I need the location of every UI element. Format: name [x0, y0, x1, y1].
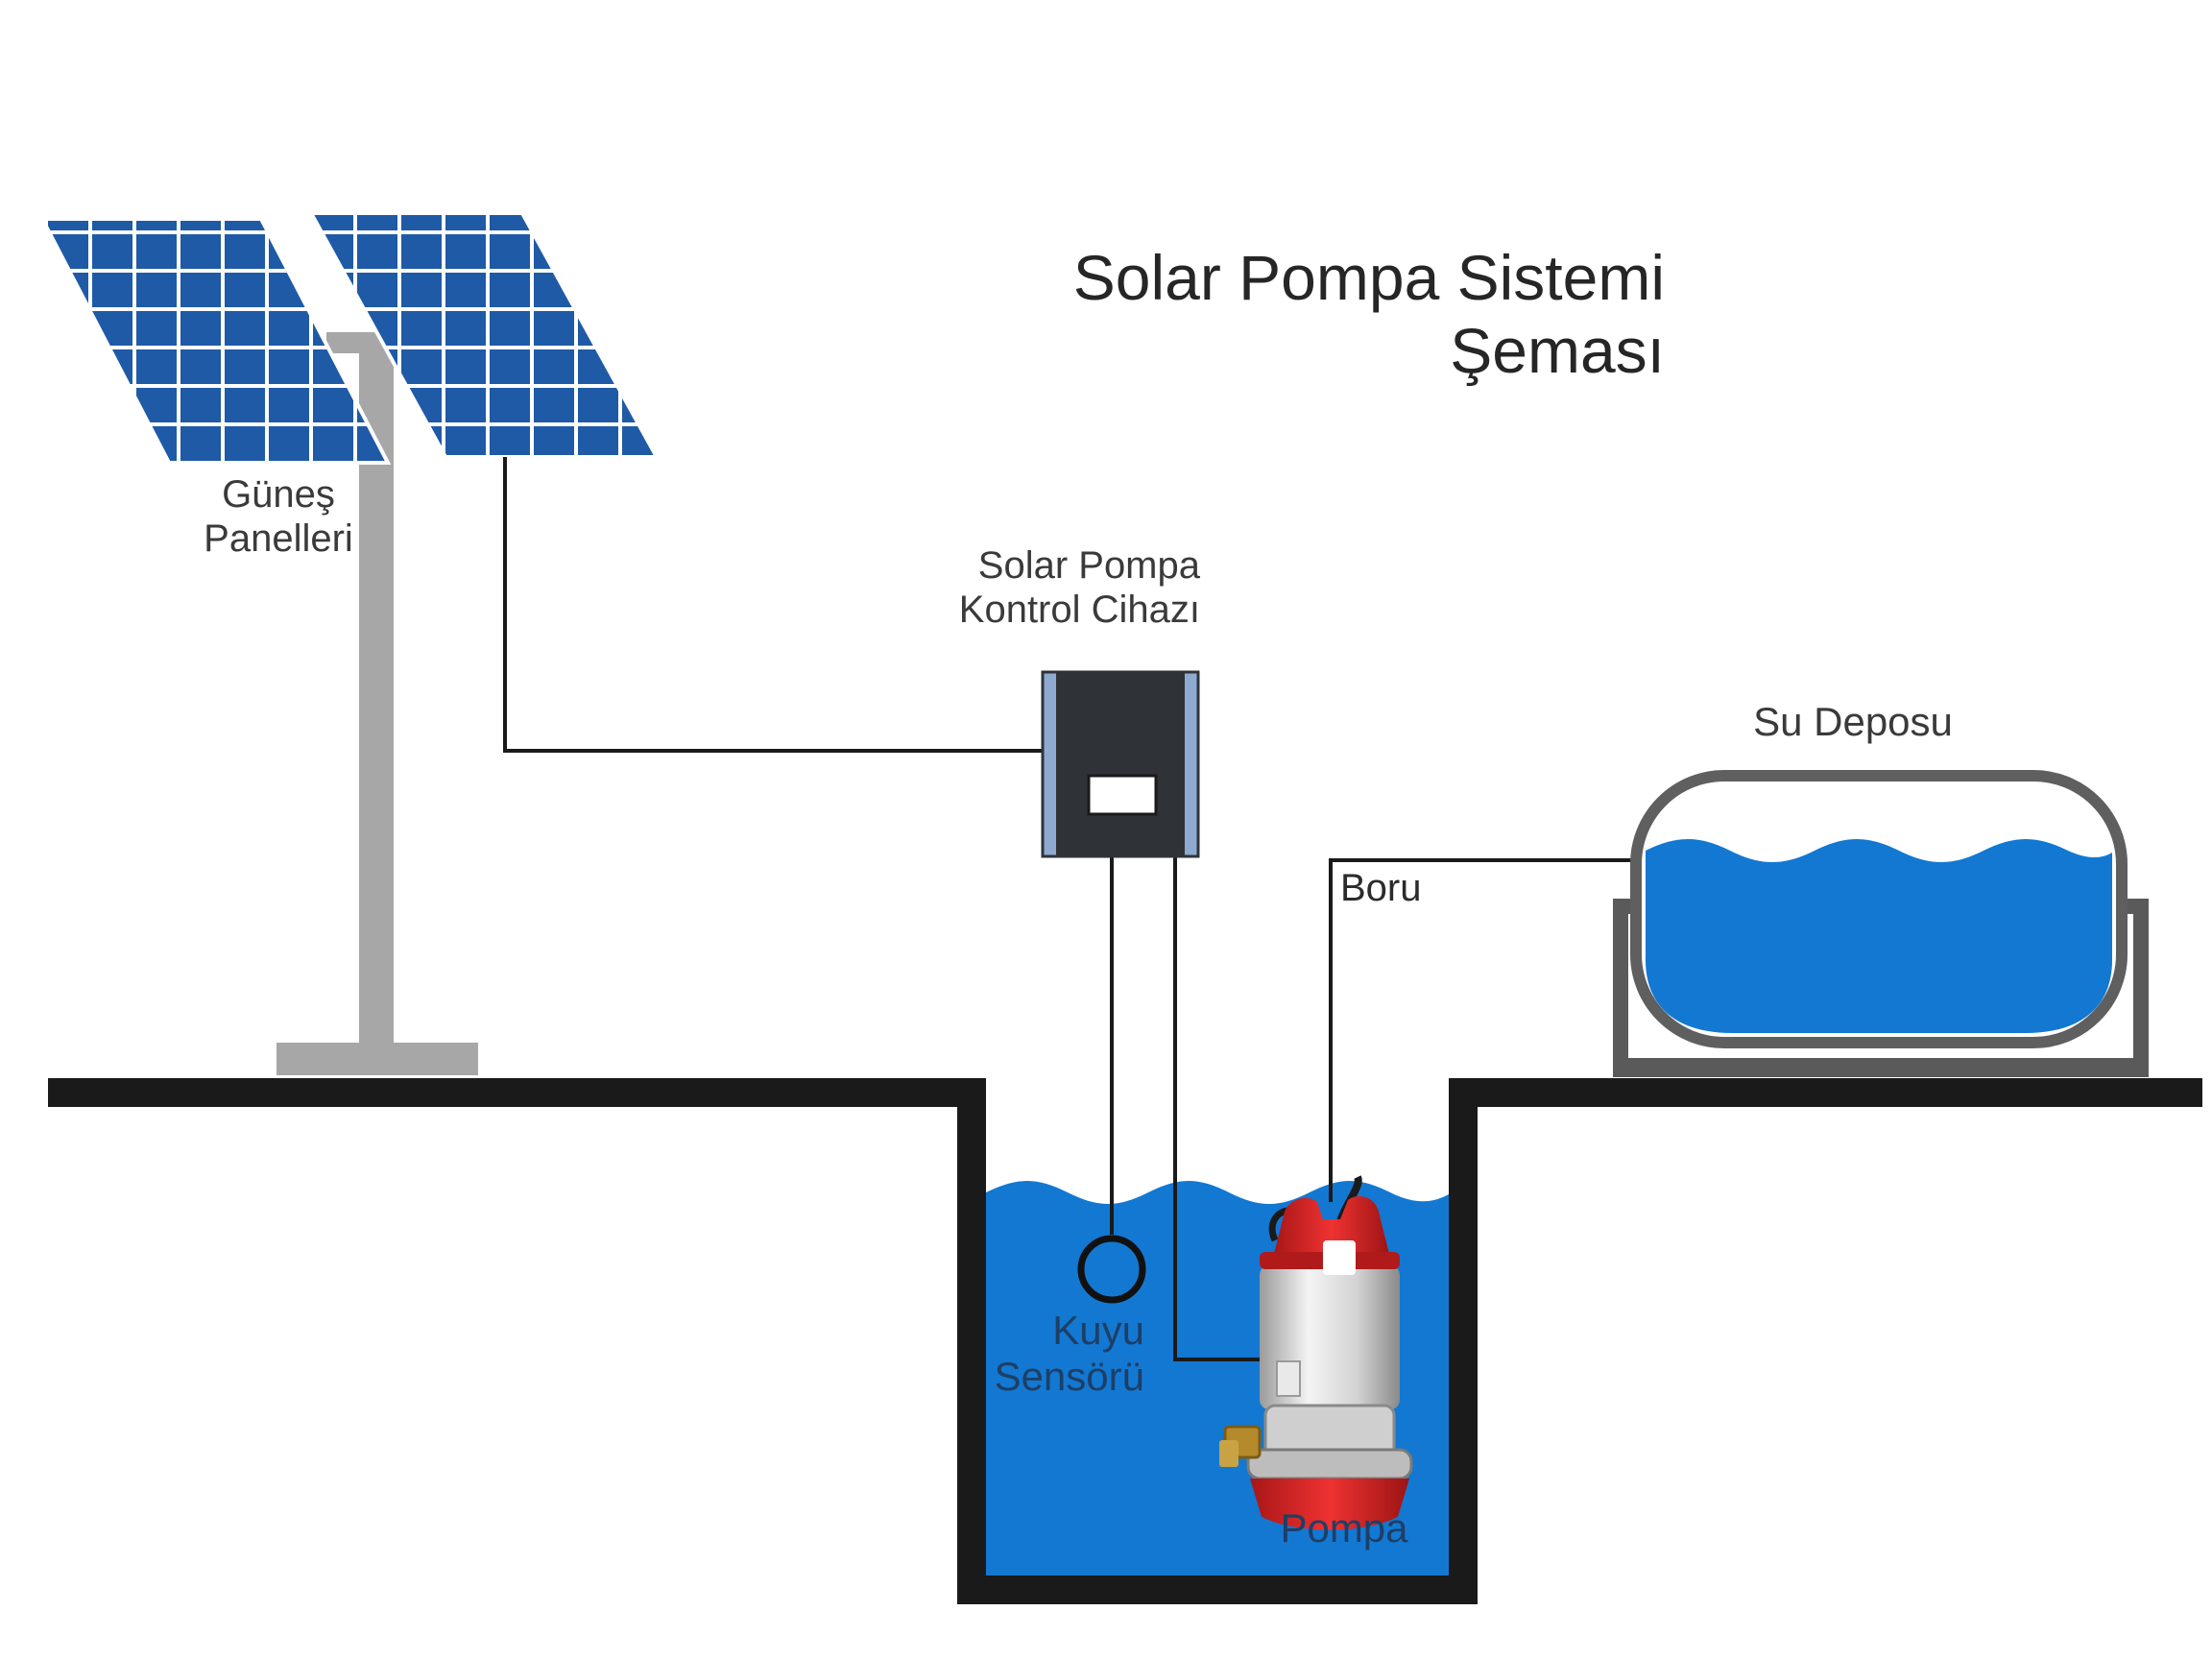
- controller-to-pump-wire: [1173, 854, 1263, 1361]
- panel-to-controller-wire: [503, 457, 1043, 753]
- sensor-icon: [1077, 1235, 1146, 1304]
- controller-label: Solar Pompa Kontrol Cihazı: [922, 543, 1200, 632]
- water-tank-label: Su Deposu: [1753, 699, 1953, 744]
- controller-label-line-1: Solar Pompa: [977, 544, 1200, 587]
- solar-panel-icon: [38, 211, 661, 465]
- pipe-label: Boru: [1340, 867, 1422, 909]
- title-line-2: Şeması: [1450, 314, 1665, 386]
- sensor-label: Kuyu Sensörü: [972, 1308, 1144, 1401]
- tank-water: [1646, 839, 2112, 1033]
- pipe-line: [1329, 858, 1638, 1202]
- solar-panel-left: [38, 217, 392, 465]
- sensor-label-line-2: Sensörü: [994, 1354, 1144, 1400]
- sensor-label-line-1: Kuyu: [1052, 1308, 1144, 1353]
- pump-icon: [1219, 1175, 1413, 1530]
- wiring: [503, 457, 1638, 1361]
- panels-label-line-1: Güneş: [222, 473, 335, 516]
- controller-label-line-2: Kontrol Cihazı: [958, 589, 1200, 631]
- diagram-title: Solar Pompa Sistemi Şeması: [1073, 242, 1665, 388]
- panels-label-line-2: Panelleri: [204, 517, 353, 560]
- controller-icon: [1041, 670, 1200, 858]
- pump-label: Pompa: [1280, 1505, 1408, 1551]
- controller-display: [1087, 774, 1158, 816]
- water-tank-icon: [1613, 770, 2149, 1077]
- solar-panels-label: Güneş Panelleri: [154, 472, 403, 561]
- solar-panel-right: [307, 211, 661, 459]
- title-line-1: Solar Pompa Sistemi: [1072, 242, 1665, 313]
- ground-line: [48, 1078, 2202, 1604]
